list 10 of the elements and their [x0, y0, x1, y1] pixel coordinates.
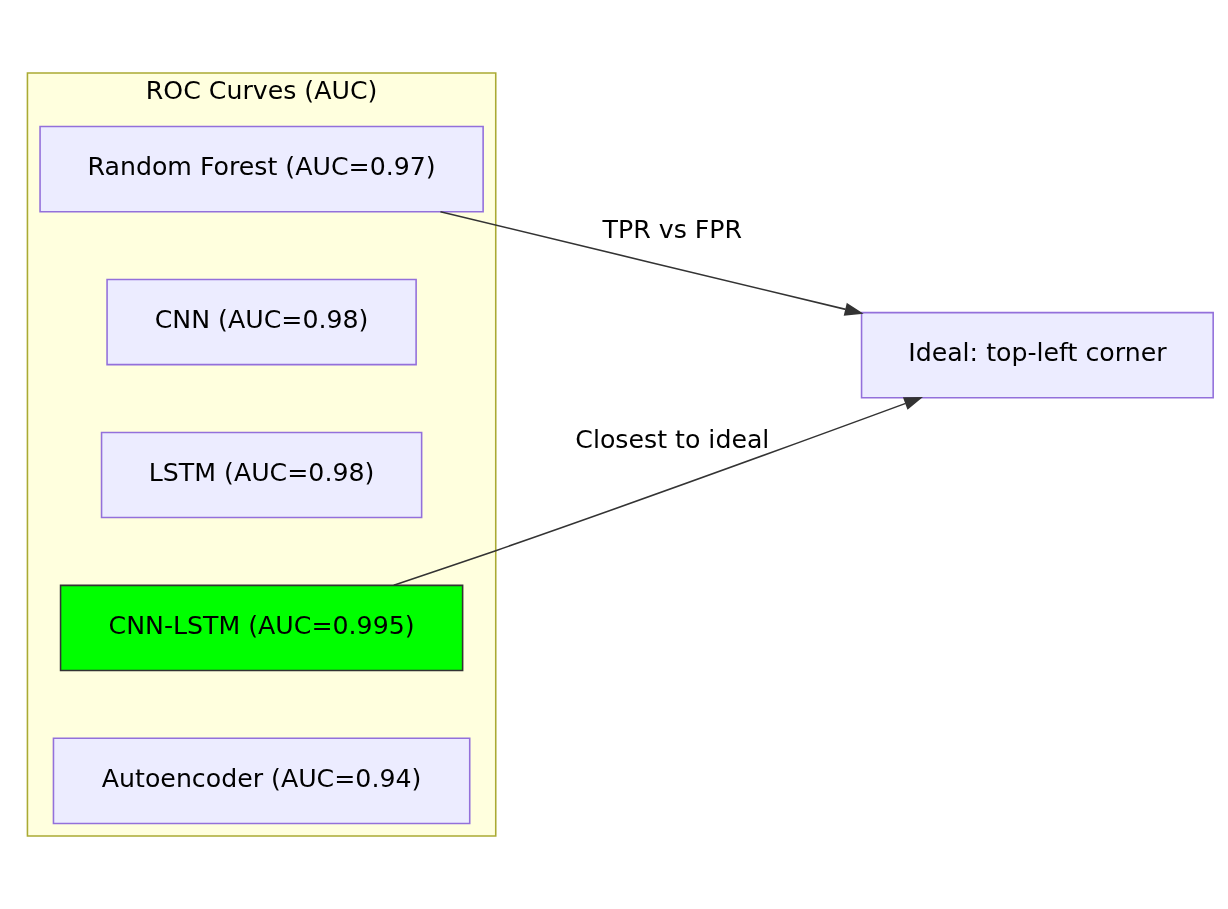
node-box: Random Forest (AUC=0.97) [39, 125, 484, 213]
arrow [392, 397, 923, 587]
node-box: Ideal: top-left corner [860, 311, 1214, 399]
edge-label: Closest to ideal [575, 424, 770, 454]
edge-label: TPR vs FPR [602, 215, 743, 245]
node-box: LSTM (AUC=0.98) [100, 431, 423, 519]
node-box: CNN-LSTM (AUC=0.995) [59, 584, 464, 672]
arrow [439, 211, 864, 316]
node-box: CNN (AUC=0.98) [106, 278, 417, 366]
node-box: Autoencoder (AUC=0.94) [52, 737, 471, 825]
